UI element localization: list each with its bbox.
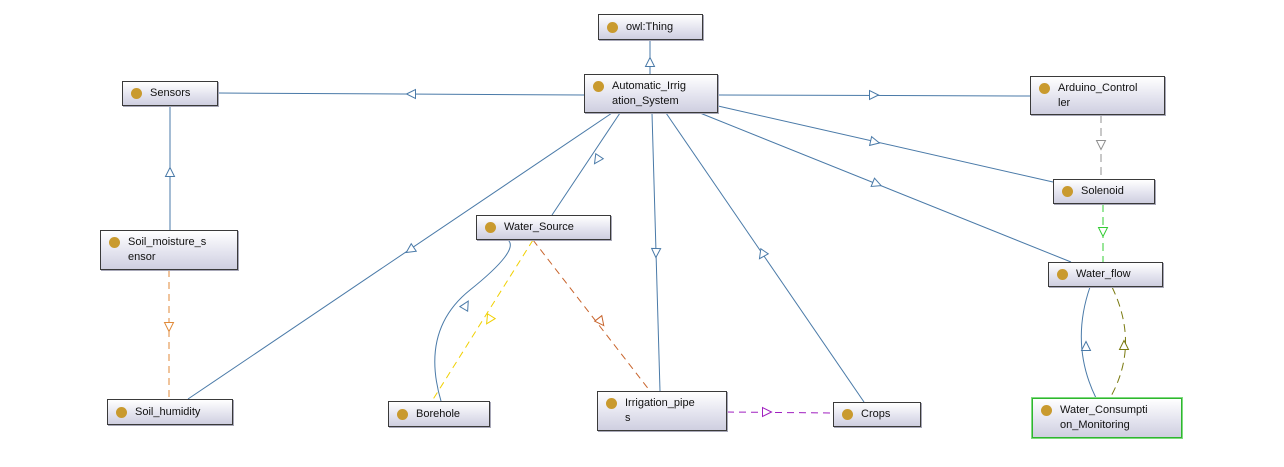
edge-solenoid-to-automatic-irrigation-system [717,105,1054,183]
edge-soil-humidity-to-automatic-irrigation-system [187,112,613,400]
node-crops[interactable]: Crops [833,402,921,427]
node-label: Borehole [416,407,461,420]
node-arduino-controller[interactable]: Arduino_Control ler [1030,76,1165,115]
class-icon [109,237,120,248]
arrowhead [650,247,662,259]
arrowhead [164,166,176,177]
class-icon [842,409,853,420]
arrowhead [869,89,880,101]
arrowhead [593,152,605,165]
node-water-consumption-monitoring[interactable]: Water_Consumpti on_Monitoring [1032,398,1182,438]
arrowhead [644,56,656,67]
arrowhead [758,247,770,260]
class-icon [593,81,604,92]
class-icon [1039,83,1050,94]
class-icon [485,222,496,233]
edge-water-consumption-monitoring-to-water-flow [1080,286,1097,399]
arrowhead [870,177,883,188]
edge-sensors-to-automatic-irrigation-system [217,92,585,96]
class-icon [116,406,127,418]
node-irrigation-pipes[interactable]: Irrigation_pipe s [597,391,727,431]
arrowhead [486,312,497,325]
class-icon [1057,269,1068,280]
node-sensors[interactable]: Sensors [122,81,218,106]
node-label: Soil_humidity [135,405,201,418]
node-label: Irrigation_pipe s [625,397,695,424]
node-label: Sensors [150,87,191,99]
node-automatic-irrigation-system[interactable]: Automatic_Irrig ation_System [584,74,718,113]
arrowhead [1118,339,1130,350]
arrowhead [868,135,881,147]
class-icon [607,21,618,33]
class-icon [606,398,617,409]
edge-water-source-to-irrigation-pipes [532,239,651,392]
node-soil-humidity[interactable]: Soil_humidity [107,399,233,425]
arrowhead [163,322,175,333]
node-borehole[interactable]: Borehole [388,401,490,427]
node-soil-moisture-sensor[interactable]: Soil_moisture_s ensor [100,230,238,270]
arrowhead [1097,227,1109,238]
arrowhead [458,300,469,312]
arrowhead [1080,340,1092,351]
edge-irrigation-pipes-to-crops [726,411,834,414]
edge-water-source-to-borehole [431,239,534,402]
node-label: owl:Thing [626,20,674,33]
node-owl-thing[interactable]: owl:Thing [598,14,703,40]
class-icon [1041,405,1052,416]
node-water-source[interactable]: Water_Source [476,215,611,240]
class-icon [131,88,142,99]
node-water-flow[interactable]: Water_flow [1048,262,1163,287]
node-label: Soil_moisture_s ensor [128,236,207,263]
node-label: Water_flow [1076,268,1131,280]
node-label: Crops [861,408,891,420]
node-label: Water_Consumpti on_Monitoring [1060,404,1148,431]
edge-borehole-to-water-source [434,239,511,402]
arrowhead [593,314,605,327]
arrowhead [405,242,418,254]
node-label: Automatic_Irrig ation_System [612,79,686,107]
node-label: Water_Source [504,221,574,233]
class-icon [1062,186,1073,197]
class-icon [397,408,408,420]
node-solenoid[interactable]: Solenoid [1053,179,1155,204]
edge-water-source-to-automatic-irrigation-system [551,112,621,216]
edge-crops-to-automatic-irrigation-system [665,112,865,403]
node-label: Solenoid [1081,185,1124,197]
arrowhead [1095,140,1107,151]
edge-water-flow-to-automatic-irrigation-system [699,112,1072,263]
node-label: Arduino_Control ler [1058,81,1138,109]
arrowhead [762,406,773,418]
arrowhead [405,88,416,100]
